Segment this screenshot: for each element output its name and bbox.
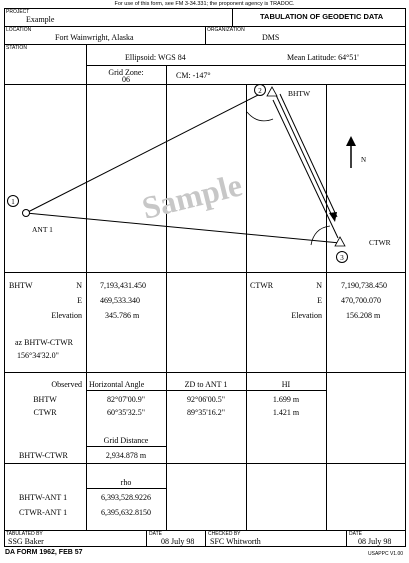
ctwr-elev-label: Elevation (291, 311, 322, 320)
station-number-2: 2 (258, 87, 262, 95)
ellipsoid-text: Ellipsoid: WGS 84 (125, 53, 186, 62)
azimuth-label: az BHTW-CTWR (15, 338, 73, 347)
ctwr-triangle (334, 236, 346, 247)
date-value: 08 July 98 (161, 537, 195, 546)
form-title: TABULATION OF GEODETIC DATA (260, 12, 384, 21)
obs-row-zd: 92°06'00.5" (187, 395, 225, 404)
date-label: DATE (349, 531, 362, 537)
bhtw-coord-name: BHTW (9, 281, 33, 290)
sample-watermark: Sample (138, 166, 245, 225)
rho-row-value: 6,393,528.9226 (101, 493, 151, 502)
grid-distance-value: 2,934.878 m (105, 451, 147, 460)
station-number-1: 1 (11, 198, 15, 206)
line-bhtw-ctwr (272, 99, 339, 239)
bhtw-n-label: N (76, 281, 82, 290)
arrow-bhtw-ctwr-a (275, 94, 334, 219)
angle-arc-ctwr (310, 225, 331, 246)
project-label: PROJECT (6, 9, 30, 15)
bhtw-e-label: E (77, 296, 82, 305)
project-value: Example (26, 15, 55, 24)
north-label: N (361, 156, 366, 164)
grid-distance-label: Grid Distance (103, 436, 149, 445)
location-label: LOCATION (6, 27, 32, 33)
grid-distance-name: BHTW-CTWR (19, 451, 68, 460)
obs-header-observed: Observed (51, 380, 82, 389)
bhtw-elev-value: 345.786 m (105, 311, 140, 320)
obs-header-zd: ZD to ANT 1 (184, 380, 228, 389)
rho-label: rho (120, 478, 132, 487)
ctwr-coord-name: CTWR (250, 281, 274, 290)
ctwr-n-label: N (316, 281, 322, 290)
checked-by-value: SFC Whitworth (210, 537, 261, 546)
ctwr-e-value: 470,700.070 (341, 296, 381, 305)
cm-text: CM: -147° (176, 71, 211, 80)
north-arrow-head (346, 136, 356, 146)
arrow-bhtw-ctwr-b (279, 93, 338, 218)
station-number-circle-3 (336, 251, 348, 263)
checked-by-label: CHECKED BY (208, 531, 241, 537)
obs-row-name: BHTW (33, 395, 57, 404)
ant1-station-label: ANT 1 (32, 225, 53, 234)
form-name: DA FORM 1962, FEB 57 (5, 549, 83, 556)
ctwr-station-label: CTWR (369, 238, 391, 247)
arrowhead-ctwr (329, 212, 337, 222)
ctwr-elev-value: 156.208 m (346, 311, 381, 320)
obs-row-angle: 60°35'32.5" (107, 408, 145, 417)
form-version: USAPPC V1.00 (368, 551, 404, 557)
grid-zone-value: 06 (122, 75, 130, 84)
station-number-3: 3 (340, 254, 344, 262)
obs-row-hi: 1.421 m (272, 408, 300, 417)
angle-arc-bhtw (246, 111, 274, 122)
organization-label: ORGANIZATION (207, 27, 245, 33)
obs-row-angle: 82°07'00.9" (107, 395, 145, 404)
bhtw-elev-label: Elevation (51, 311, 82, 320)
rho-row-name: BHTW-ANT 1 (19, 493, 68, 502)
ant1-station-mark (22, 209, 30, 217)
station-label: STATION (6, 45, 27, 51)
date-label: DATE (149, 531, 162, 537)
location-value: Fort Wainwright, Alaska (55, 33, 134, 42)
obs-row-name: CTWR (33, 408, 57, 417)
form-notice: For use of this form, see FM 3-34.331; t… (114, 1, 295, 7)
rho-row-value: 6,395,632.8150 (101, 508, 151, 517)
form-frame (4, 8, 406, 547)
tabulated-by-label: TABULATED BY (6, 531, 43, 537)
station-number-circle-1 (7, 195, 19, 207)
tabulated-by-value: SSG Baker (8, 537, 44, 546)
station-number-circle-2 (254, 84, 266, 96)
line-ant1-bhtw (25, 92, 263, 214)
date-value: 08 July 98 (358, 537, 392, 546)
bhtw-triangle (266, 86, 278, 97)
bhtw-station-label: BHTW (288, 89, 311, 98)
bhtw-n-value: 7,193,431.450 (100, 281, 146, 290)
azimuth-value: 156°34'32.0" (17, 351, 59, 360)
mean-latitude-text: Mean Latitude: 64°51' (287, 53, 359, 62)
line-ant1-ctwr (25, 212, 341, 244)
obs-row-zd: 89°35'16.2" (187, 408, 225, 417)
obs-header-angle: Horizontal Angle (89, 380, 145, 389)
rho-row-name: CTWR-ANT 1 (19, 508, 68, 517)
grid-zone-label: Grid Zone: (108, 68, 144, 77)
ctwr-e-label: E (317, 296, 322, 305)
bhtw-e-value: 469,533.340 (100, 296, 140, 305)
ctwr-n-value: 7,190,738.450 (341, 281, 387, 290)
organization-value: DMS (262, 33, 280, 42)
obs-row-hi: 1.699 m (272, 395, 300, 404)
obs-header-hi: HI (281, 380, 291, 389)
